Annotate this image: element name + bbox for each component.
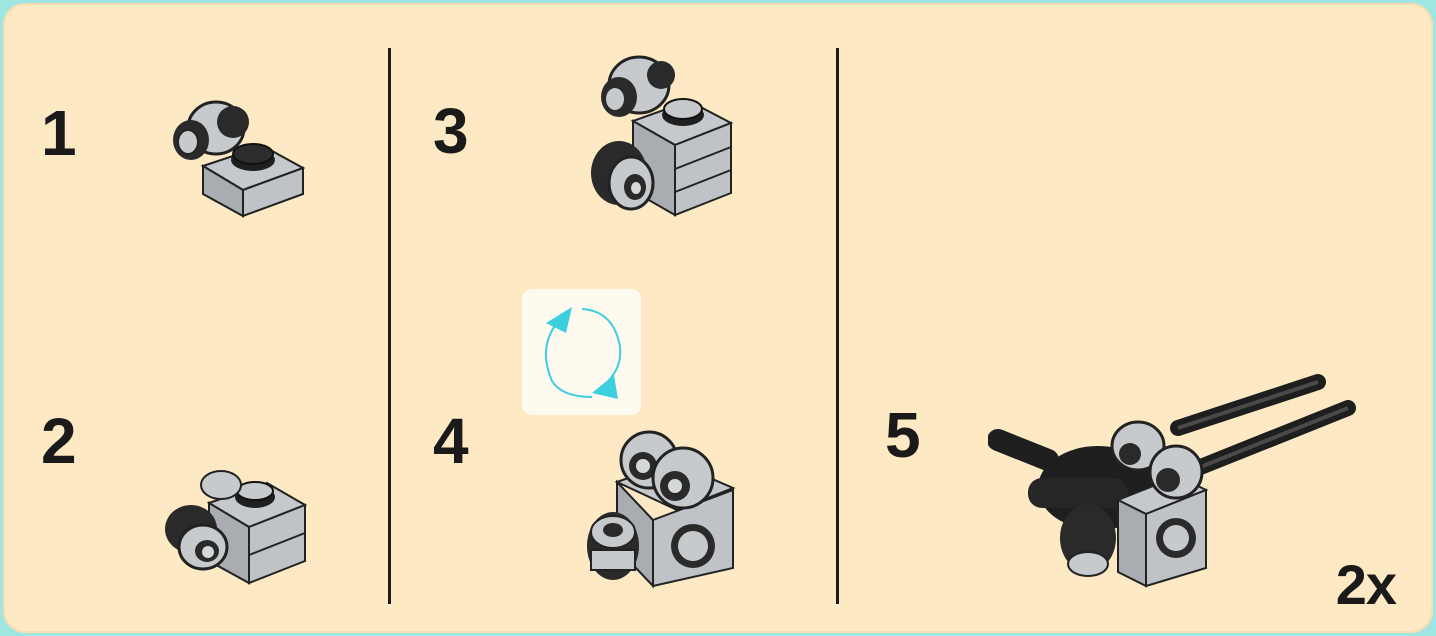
- rotate-model-icon: [522, 289, 641, 415]
- step-number-5: 5: [885, 403, 919, 467]
- step-number-4: 4: [433, 409, 467, 473]
- step-number-1: 1: [41, 101, 75, 165]
- column-divider-right: [836, 48, 839, 604]
- step-number-2: 2: [41, 409, 75, 473]
- step-1-assembly-image: [161, 98, 311, 223]
- instruction-panel: 1 2 3 4 5 2x: [3, 3, 1433, 633]
- step-4-assembly-image: [583, 418, 743, 593]
- step-5-assembly-image: [988, 368, 1368, 593]
- step-number-3: 3: [433, 99, 467, 163]
- column-divider-left: [388, 48, 391, 604]
- step-3-assembly-image: [581, 49, 741, 219]
- step-2-assembly-image: [153, 465, 313, 590]
